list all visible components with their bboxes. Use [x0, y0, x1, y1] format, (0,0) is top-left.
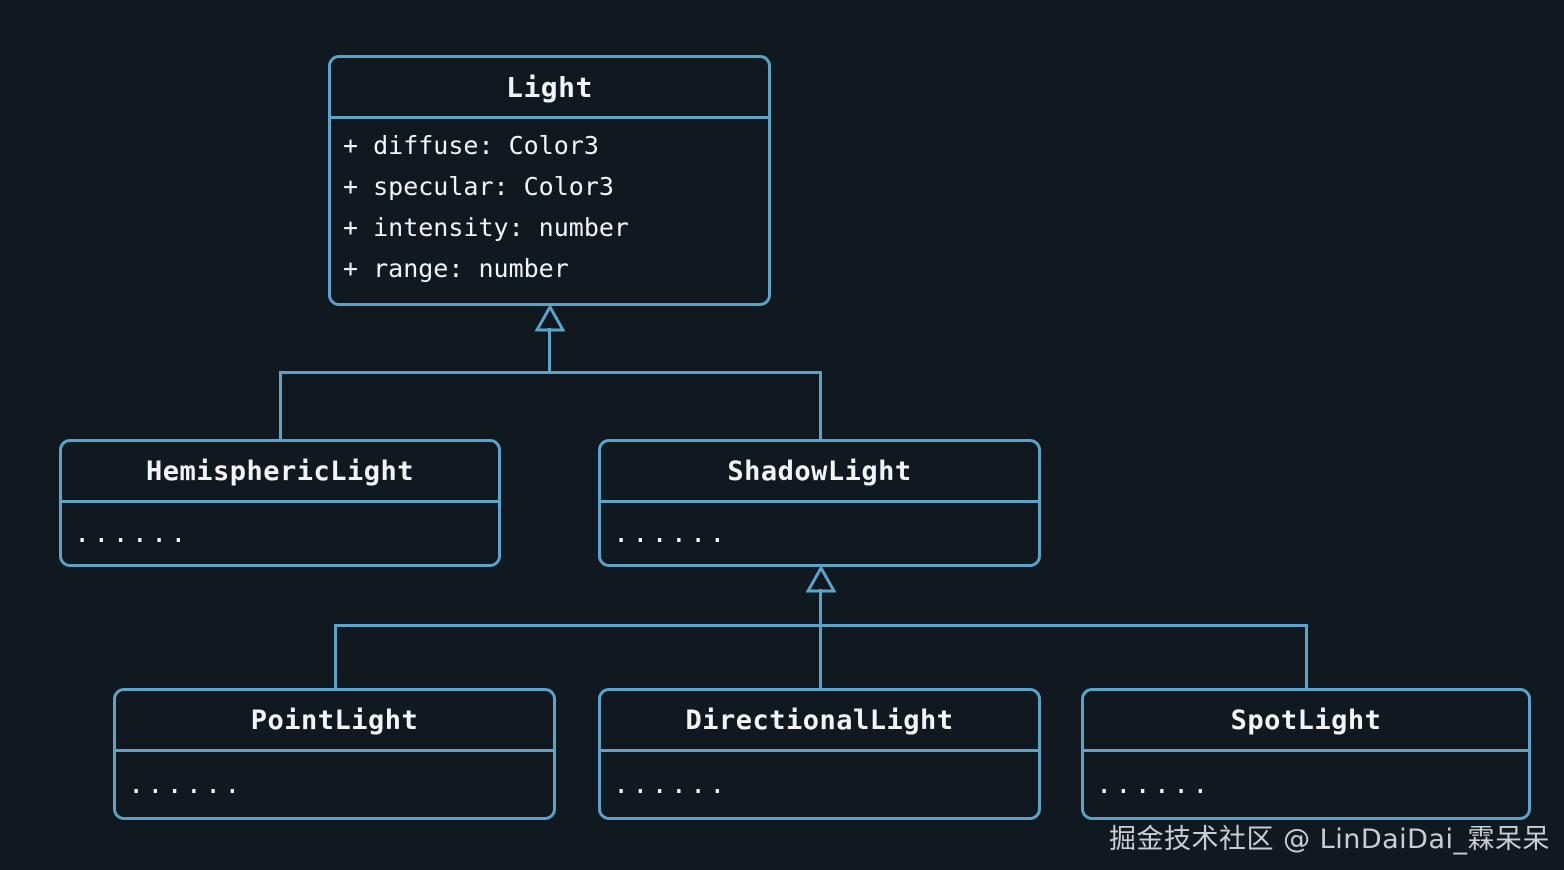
attribute-row: + diffuse: Color3	[343, 131, 599, 160]
class-box-pointlight[interactable]: PointLight ......	[113, 688, 556, 820]
class-box-spotlight[interactable]: SpotLight ......	[1081, 688, 1531, 820]
class-box-hemisphericlight[interactable]: HemisphericLight ......	[59, 439, 501, 567]
class-attributes-directionallight: ......	[601, 752, 1038, 817]
class-name-pointlight: PointLight	[116, 691, 553, 752]
attribute-row: ......	[1096, 768, 1212, 800]
attribute-row: ......	[128, 768, 244, 800]
attribute-row: + intensity: number	[343, 213, 629, 242]
connector-drop-pointlight	[334, 624, 337, 690]
class-attributes-light: + diffuse: Color3 + specular: Color3 + i…	[331, 119, 768, 303]
connector-light-stem	[548, 328, 551, 374]
class-attributes-shadowlight: ......	[601, 503, 1038, 564]
attribute-row: ......	[613, 517, 729, 549]
connector-drop-shadow	[819, 371, 822, 441]
class-box-shadowlight[interactable]: ShadowLight ......	[598, 439, 1041, 567]
connector-drop-directionallight	[819, 624, 822, 690]
class-name-spotlight: SpotLight	[1084, 691, 1528, 752]
class-name-hemisphericlight: HemisphericLight	[62, 442, 498, 503]
connector-shadow-stem	[819, 589, 822, 627]
class-name-shadowlight: ShadowLight	[601, 442, 1038, 503]
watermark-text: 掘金技术社区 @ LinDaiDai_霖呆呆	[1109, 824, 1550, 855]
connector-drop-spotlight	[1305, 624, 1308, 690]
attribute-row: ......	[613, 768, 729, 800]
connector-light-bar	[279, 371, 822, 374]
class-attributes-spotlight: ......	[1084, 752, 1528, 817]
attribute-row: + specular: Color3	[343, 172, 614, 201]
class-attributes-hemisphericlight: ......	[62, 503, 498, 564]
class-name-light: Light	[331, 58, 768, 119]
class-box-light[interactable]: Light + diffuse: Color3 + specular: Colo…	[328, 55, 771, 306]
attribute-row: ......	[74, 517, 190, 549]
class-box-directionallight[interactable]: DirectionalLight ......	[598, 688, 1041, 820]
class-attributes-pointlight: ......	[116, 752, 553, 817]
attribute-row: + range: number	[343, 254, 569, 283]
connector-drop-hemispheric	[279, 371, 282, 441]
class-name-directionallight: DirectionalLight	[601, 691, 1038, 752]
